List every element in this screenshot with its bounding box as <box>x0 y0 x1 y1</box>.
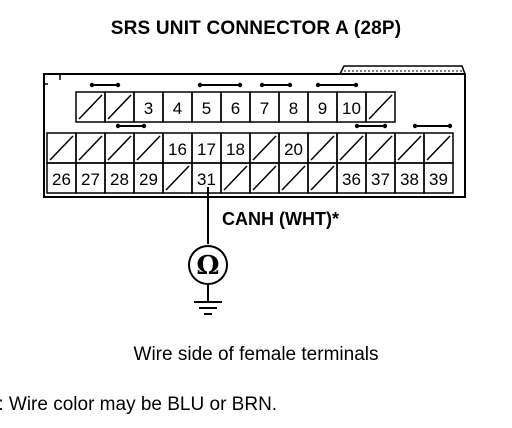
terminal-number: 10 <box>342 99 361 118</box>
terminal-cavity-20: 20 <box>278 132 309 164</box>
terminal-number: 20 <box>284 140 303 159</box>
terminal-cavity-empty <box>336 132 367 164</box>
terminal-number: 36 <box>342 170 361 189</box>
terminal-cavity-empty <box>46 132 77 164</box>
lock-key-mark <box>412 123 453 129</box>
terminal-cavity-empty <box>307 162 338 194</box>
lock-key-mark <box>259 82 293 88</box>
lock-key-mark <box>89 82 121 88</box>
terminal-number: 28 <box>110 170 129 189</box>
lock-key-mark <box>354 123 388 129</box>
terminal-cavity-10: 10 <box>336 91 367 123</box>
terminal-cavity-31: 31 <box>191 162 222 194</box>
lock-key-mark <box>115 123 147 129</box>
terminal-cavity-empty <box>278 162 309 194</box>
lock-key-mark <box>197 82 243 88</box>
terminal-cavity-empty <box>249 162 280 194</box>
terminal-cavity-36: 36 <box>336 162 367 194</box>
terminal-cavity-empty <box>75 91 106 123</box>
terminal-cavity-empty <box>75 132 106 164</box>
terminal-number: 18 <box>226 140 245 159</box>
terminal-cavity-empty <box>394 132 425 164</box>
terminal-number: 26 <box>52 170 71 189</box>
terminal-cavity-empty <box>104 91 135 123</box>
terminal-number: 38 <box>400 170 419 189</box>
terminal-cavity-8: 8 <box>278 91 309 123</box>
terminal-cavity-4: 4 <box>162 91 193 123</box>
terminal-cavity-39: 39 <box>423 162 454 194</box>
terminal-cavity-18: 18 <box>220 132 251 164</box>
connector-title: SRS UNIT CONNECTOR A (28P) <box>110 18 402 39</box>
terminal-cavity-38: 38 <box>394 162 425 194</box>
terminal-number: 3 <box>144 99 153 118</box>
terminal-cavity-empty <box>365 91 396 123</box>
connector-housing <box>43 73 466 198</box>
terminal-cavity-empty <box>220 162 251 194</box>
terminal-number: 8 <box>289 99 298 118</box>
terminal-cavity-9: 9 <box>307 91 338 123</box>
terminal-number: 31 <box>197 170 216 189</box>
lock-key-mark <box>315 82 359 88</box>
terminal-cavity-empty <box>104 132 135 164</box>
terminal-cavity-empty <box>307 132 338 164</box>
terminal-number: 9 <box>318 99 327 118</box>
terminal-number: 17 <box>197 140 216 159</box>
terminal-number: 6 <box>231 99 240 118</box>
terminal-cavity-empty <box>133 132 164 164</box>
ground-icon <box>194 301 222 315</box>
ohm-symbol: Ω <box>196 251 219 281</box>
terminal-cavity-7: 7 <box>249 91 280 123</box>
terminal-cavity-6: 6 <box>220 91 251 123</box>
terminal-cavity-empty <box>423 132 454 164</box>
probe-label: CANH (WHT)* <box>222 209 339 229</box>
terminal-cavity-29: 29 <box>133 162 164 194</box>
terminal-number: 39 <box>429 170 448 189</box>
terminal-cavity-27: 27 <box>75 162 106 194</box>
terminal-number: 5 <box>202 99 211 118</box>
terminal-number: 7 <box>260 99 269 118</box>
connector-latch <box>339 65 466 75</box>
terminal-cavity-28: 28 <box>104 162 135 194</box>
terminal-cavity-5: 5 <box>191 91 222 123</box>
terminal-number: 27 <box>81 170 100 189</box>
terminal-number: 29 <box>139 170 158 189</box>
footnote: r: Wire color may be BLU or BRN. <box>0 394 278 415</box>
terminal-cavity-empty <box>249 132 280 164</box>
diagram-caption: Wire side of female terminals <box>133 344 379 365</box>
terminal-cavity-37: 37 <box>365 162 396 194</box>
terminal-cavity-26: 26 <box>46 162 77 194</box>
terminal-cavity-empty <box>162 162 193 194</box>
terminal-cavity-empty <box>365 132 396 164</box>
terminal-cavity-17: 17 <box>191 132 222 164</box>
terminal-cavity-3: 3 <box>133 91 164 123</box>
terminal-number: 4 <box>173 99 182 118</box>
terminal-number: 16 <box>168 140 187 159</box>
terminal-number: 37 <box>371 170 390 189</box>
terminal-cavity-16: 16 <box>162 132 193 164</box>
